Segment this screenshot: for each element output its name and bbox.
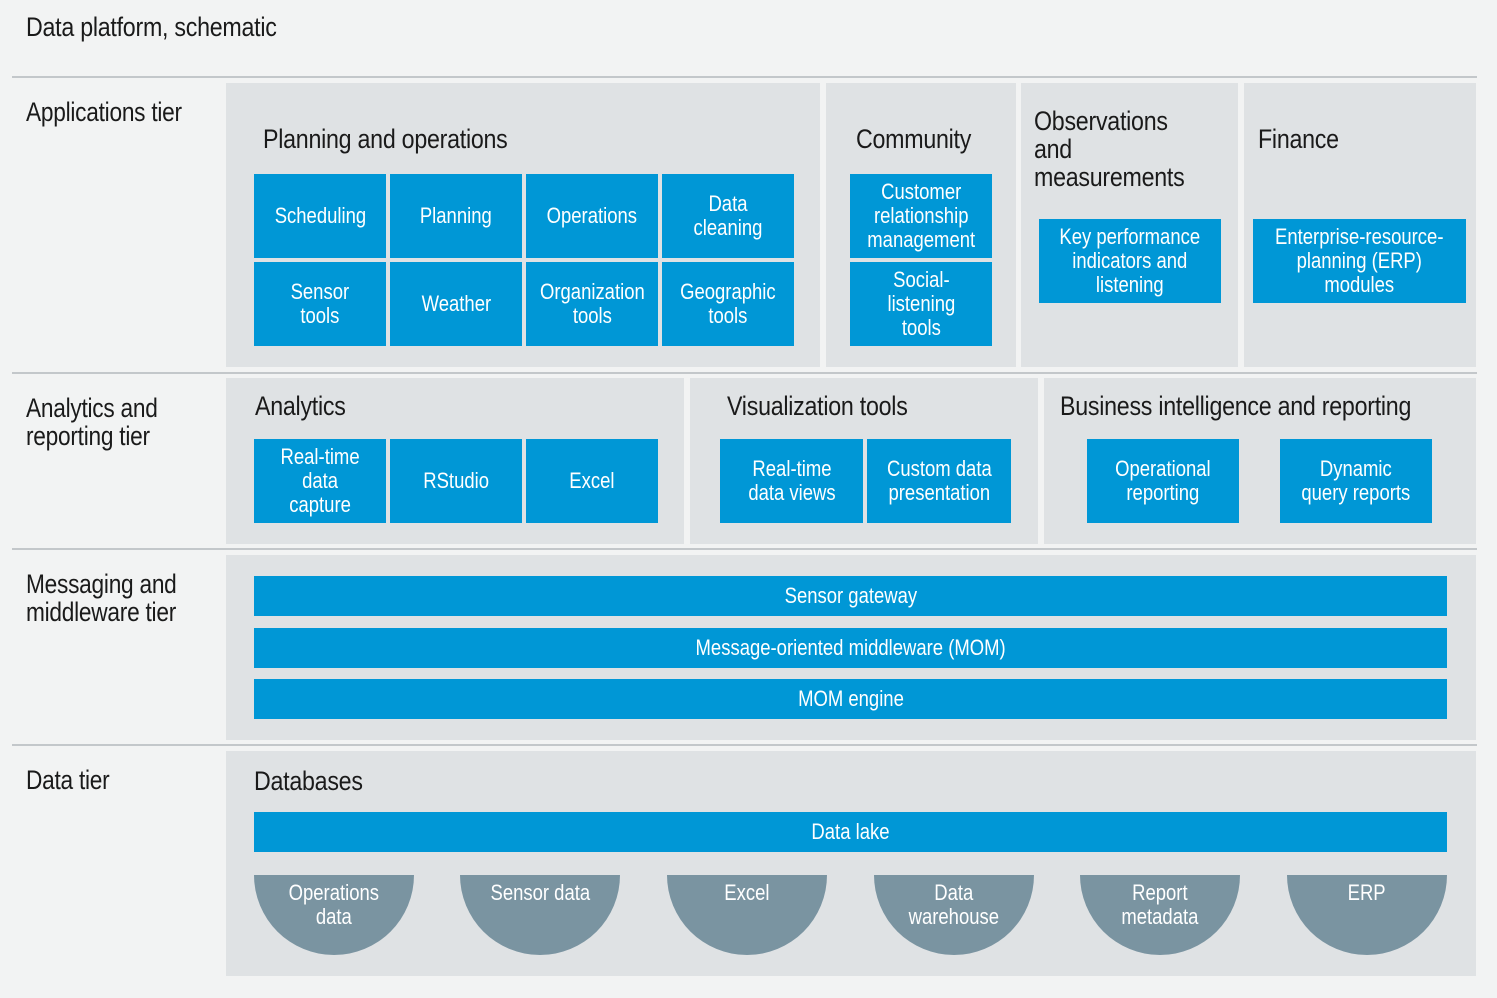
dynamic-query-box: Dynamic query reports	[1280, 439, 1432, 523]
planning-panel: Planning and operations Scheduling Plann…	[226, 83, 820, 367]
divider	[12, 372, 1477, 374]
report-metadata-store: Report metadata	[1080, 875, 1240, 955]
data-lake-bar: Data lake	[254, 812, 1447, 852]
crm-box: Customer relationship management	[850, 174, 992, 258]
excel-box: Excel	[526, 439, 658, 523]
bi-panel: Business intelligence and reporting Oper…	[1044, 378, 1476, 544]
panel-title: Finance	[1258, 124, 1339, 154]
page-title: Data platform, schematic	[26, 12, 277, 42]
observations-panel: Observations and measurements Key perfor…	[1021, 83, 1238, 367]
divider	[12, 76, 1477, 78]
panel-title: Visualization tools	[727, 391, 908, 421]
divider	[12, 548, 1477, 550]
real-time-views-box: Real-time data views	[720, 439, 863, 523]
finance-panel: Finance Enterprise-resource- planning (E…	[1244, 83, 1476, 367]
custom-presentation-box: Custom data presentation	[867, 439, 1011, 523]
erp-modules-box: Enterprise-resource- planning (ERP) modu…	[1253, 219, 1466, 303]
sensor-tools-box: Sensor tools	[254, 262, 386, 346]
panel-title: Databases	[254, 766, 363, 796]
organization-tools-box: Organization tools	[526, 262, 658, 346]
data-warehouse-store: Data warehouse	[874, 875, 1034, 955]
mom-engine-bar: MOM engine	[254, 679, 1447, 719]
analytics-panel: Analytics Real-time data capture RStudio…	[226, 378, 684, 544]
weather-box: Weather	[390, 262, 522, 346]
mom-bar: Message-oriented middleware (MOM)	[254, 628, 1447, 668]
social-listening-box: Social- listening tools	[850, 262, 992, 346]
operations-box: Operations	[526, 174, 658, 258]
sensor-gateway-bar: Sensor gateway	[254, 576, 1447, 616]
divider	[12, 744, 1477, 746]
operational-reporting-box: Operational reporting	[1087, 439, 1239, 523]
messaging-panel: Sensor gateway Message-oriented middlewa…	[226, 555, 1476, 740]
kpi-box: Key performance indicators and listening	[1039, 219, 1221, 303]
panel-title: Business intelligence and reporting	[1060, 391, 1412, 421]
real-time-capture-box: Real-time data capture	[254, 439, 386, 523]
visualization-panel: Visualization tools Real-time data views…	[690, 378, 1038, 544]
panel-title: Community	[856, 124, 972, 154]
community-panel: Community Customer relationship manageme…	[826, 83, 1016, 367]
tier-label-applications: Applications tier	[26, 97, 182, 127]
panel-title: Analytics	[255, 391, 346, 421]
databases-panel: Databases Data lake Operations data Sens…	[226, 751, 1476, 976]
tier-label-analytics: Analytics and reporting tier	[26, 393, 158, 451]
planning-box: Planning	[390, 174, 522, 258]
excel-store: Excel	[667, 875, 827, 955]
tier-label-data: Data tier	[26, 765, 110, 795]
data-cleaning-box: Data cleaning	[662, 174, 794, 258]
rstudio-box: RStudio	[390, 439, 522, 523]
sensor-data-store: Sensor data	[460, 875, 620, 955]
operations-data-store: Operations data	[254, 875, 414, 955]
panel-title: Observations and measurements	[1034, 106, 1185, 192]
tier-label-messaging: Messaging and middleware tier	[26, 569, 177, 627]
panel-title: Planning and operations	[263, 124, 508, 154]
erp-store: ERP	[1287, 875, 1447, 955]
scheduling-box: Scheduling	[254, 174, 386, 258]
geographic-tools-box: Geographic tools	[662, 262, 794, 346]
